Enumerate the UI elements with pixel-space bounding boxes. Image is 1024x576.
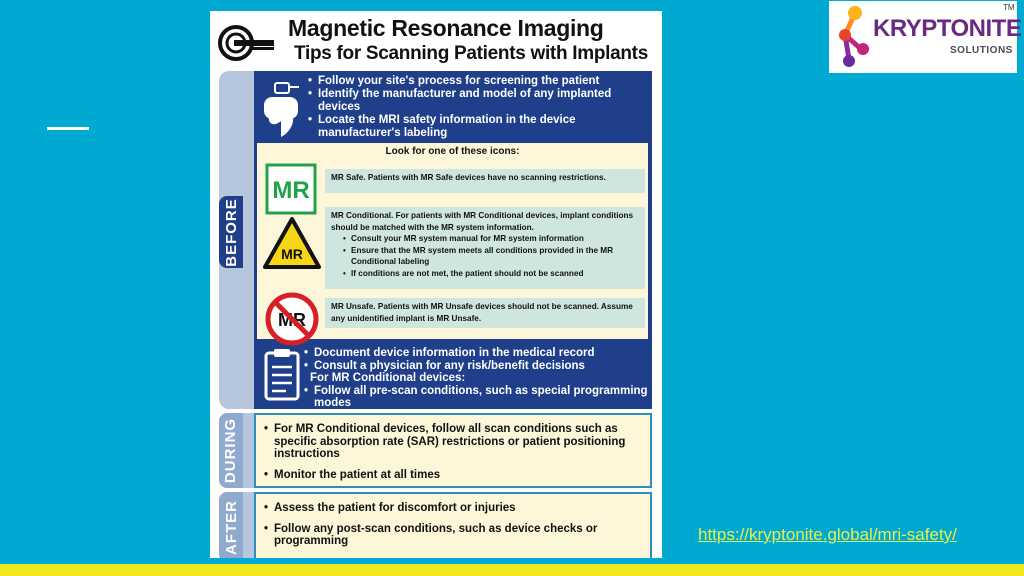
poster-subtitle: Tips for Scanning Patients with Implants (294, 43, 648, 64)
before-intro-list: Follow your site's process for screening… (308, 75, 648, 140)
list-item: Monitor the patient at all times (264, 469, 634, 482)
after-panel: Assess the patient for discomfort or inj… (254, 492, 652, 558)
list-item: Locate the MRI safety information in the… (308, 114, 648, 140)
mr-safe-icon-text: MR (272, 177, 309, 204)
mr-conditional-icon-text: MR (281, 246, 303, 262)
implant-device-icon (264, 82, 299, 137)
list-item: Follow your site's process for screening… (308, 75, 648, 88)
icons-heading: Look for one of these icons: (385, 146, 520, 157)
during-panel: For MR Conditional devices, follow all s… (254, 413, 652, 488)
list-item: Follow all pre-scan conditions, such as … (304, 385, 649, 410)
list-item: Assess the patient for discomfort or inj… (264, 502, 634, 515)
mr-conditional-icon: MR (263, 217, 321, 269)
title-dash-line (47, 127, 89, 130)
list-item: Identify the manufacturer and model of a… (308, 88, 648, 114)
logo-subtitle: SOLUTIONS (950, 45, 1013, 56)
logo-wordmark: KRYPTONITE (873, 15, 1022, 42)
mri-infographic: Magnetic Resonance Imaging Tips for Scan… (210, 11, 662, 558)
kryptonite-logo: KRYPTONITE SOLUTIONS TM (829, 1, 1022, 73)
mr-conditional-row: MR Conditional. For patients with MR Con… (325, 207, 645, 289)
list-item: Ensure that the MR system meets all cond… (343, 245, 639, 268)
before-tab: BEFORE (219, 196, 243, 268)
list-item: For MR Conditional devices, follow all s… (264, 423, 634, 461)
mri-safety-link[interactable]: https://kryptonite.global/mri-safety/ (698, 525, 957, 544)
conditional-heading: For MR Conditional devices: (310, 372, 466, 384)
mr-safe-text: MR Safe. Patients with MR Safe devices h… (331, 173, 606, 182)
mr-icons-panel: Look for one of these icons: MR MR Safe.… (257, 143, 648, 346)
logo-trademark: TM (1003, 3, 1015, 12)
after-list: Assess the patient for discomfort or inj… (264, 502, 634, 548)
after-label: AFTER (222, 499, 240, 555)
before-closing-list: Document device information in the medic… (304, 347, 649, 410)
before-panel: Follow your site's process for screening… (254, 71, 652, 409)
poster-title: Magnetic Resonance Imaging (288, 15, 604, 41)
list-item: If conditions are not met, the patient s… (343, 268, 639, 280)
during-list: For MR Conditional devices, follow all s… (264, 423, 634, 481)
mri-scanner-icon (218, 25, 274, 61)
after-tab: AFTER (219, 492, 243, 558)
mr-unsafe-icon: MR (265, 292, 319, 346)
list-item: Consult a physician for any risk/benefit… (304, 360, 649, 373)
mr-safe-icon: MR (265, 163, 317, 215)
bottom-accent-bar (0, 564, 1024, 576)
during-label: DURING (222, 417, 240, 484)
kryptonite-logo-mark-icon (839, 6, 869, 67)
before-label: BEFORE (222, 197, 240, 267)
mr-safe-row: MR Safe. Patients with MR Safe devices h… (325, 169, 645, 193)
list-item: Consult your MR system manual for MR sys… (343, 233, 639, 245)
list-item: Document device information in the medic… (304, 347, 649, 360)
list-item: Follow any post-scan conditions, such as… (264, 523, 634, 548)
during-tab: DURING (219, 413, 243, 488)
mr-unsafe-row: MR Unsafe. Patients with MR Unsafe devic… (325, 298, 645, 328)
mr-conditional-list: Consult your MR system manual for MR sys… (331, 233, 639, 279)
mr-unsafe-text: MR Unsafe. Patients with MR Unsafe devic… (331, 302, 633, 323)
mr-conditional-text: MR Conditional. For patients with MR Con… (331, 211, 634, 232)
clipboard-icon (264, 349, 300, 401)
